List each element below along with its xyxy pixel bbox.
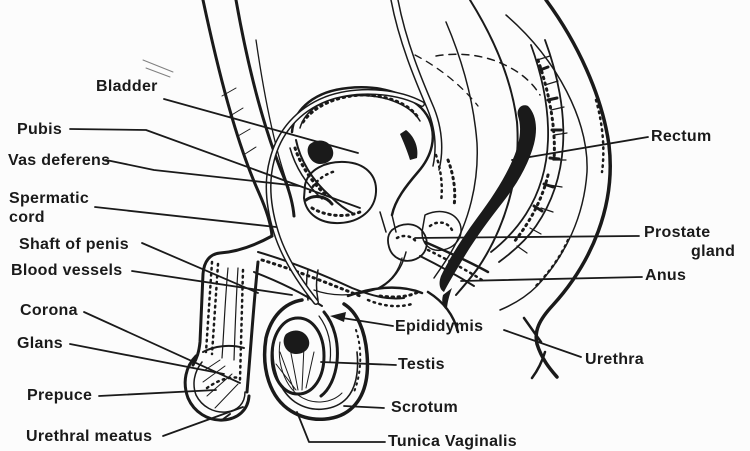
vas-deferens-shape — [265, 0, 443, 305]
testis-shape — [270, 316, 326, 396]
label-tunica-vaginalis: Tunica Vaginalis — [388, 433, 517, 450]
leader-vas-deferens — [105, 159, 300, 187]
label-blood-vessels: Blood vessels — [11, 262, 123, 279]
leader-prostate-gland — [414, 235, 640, 239]
leader-glans — [69, 343, 225, 375]
label-prostate: Prostate — [644, 224, 711, 241]
label-testis: Testis — [398, 356, 445, 373]
label-prepuce: Prepuce — [27, 387, 93, 404]
label-scrotum: Scrotum — [391, 399, 458, 416]
label-rectum: Rectum — [651, 128, 712, 145]
leader-prepuce — [98, 389, 217, 397]
leader-urethra — [503, 329, 582, 358]
label-pubis: Pubis — [17, 121, 63, 138]
leader-epididymis — [335, 316, 394, 327]
label-shaft-of-penis: Shaft of penis — [19, 236, 129, 253]
label-epididymis: Epididymis — [395, 318, 484, 335]
prostate-shape — [379, 153, 490, 334]
label-urethral-meatus: Urethral meatus — [26, 428, 153, 445]
leader-shaft-of-penis — [141, 242, 259, 294]
leader-scrotum — [343, 405, 385, 409]
label-spermatic-cord: Spermatic cord — [9, 190, 90, 227]
label-bladder: Bladder — [96, 78, 158, 95]
leader-urethral-meatus — [162, 406, 244, 437]
label-vas-deferens: Vas deferens — [8, 152, 111, 169]
label-corona: Corona — [20, 302, 78, 319]
scrotum-shape — [262, 269, 424, 422]
label-urethra: Urethra — [585, 351, 645, 368]
leader-pubis — [69, 128, 361, 209]
penis-shape — [183, 234, 420, 422]
leader-lines — [69, 98, 649, 443]
leader-rectum — [511, 136, 649, 161]
label-anus: Anus — [645, 267, 687, 284]
leader-spermatic-cord — [94, 206, 277, 228]
epididymis-arrowhead — [330, 312, 346, 322]
leader-anus — [460, 276, 643, 282]
back-buttock-contour — [414, 0, 612, 380]
leader-bladder — [163, 98, 359, 154]
label-glans: Glans — [17, 335, 63, 352]
leader-tunica-vaginalis — [296, 411, 386, 443]
leader-blood-vessels — [131, 270, 293, 296]
leader-testis — [320, 361, 397, 366]
label-prostate-gland: gland — [691, 243, 736, 260]
